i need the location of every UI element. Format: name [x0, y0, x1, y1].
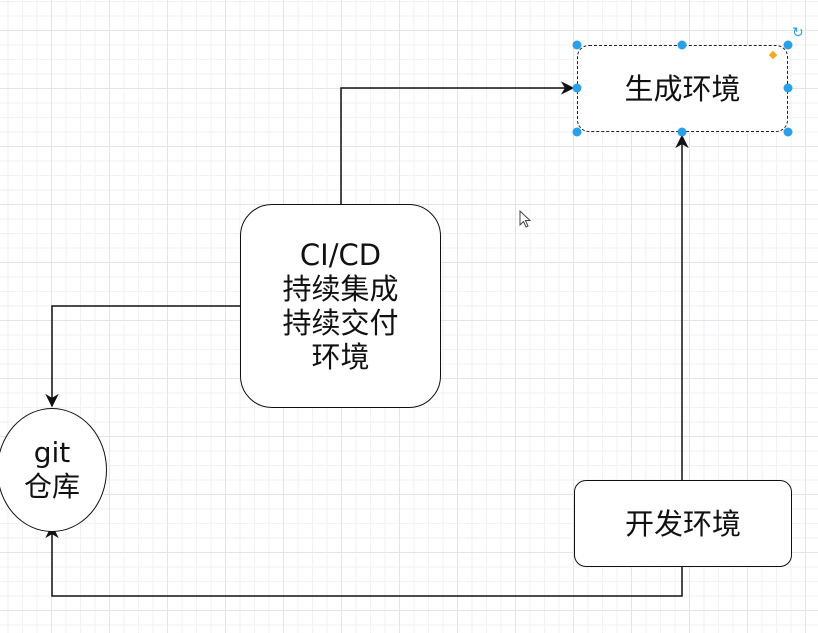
node-dev-env[interactable]: 开发环境 — [574, 480, 792, 567]
resize-handle-se[interactable] — [783, 127, 793, 137]
resize-handle-n[interactable] — [677, 40, 687, 50]
edge-cicd-to-git[interactable] — [45, 305, 240, 408]
edge-dev-to-git[interactable] — [45, 524, 683, 597]
node-production-env[interactable]: 生成环境 — [577, 45, 788, 132]
resize-handle-w[interactable] — [572, 83, 582, 93]
node-label: 生成环境 — [624, 71, 741, 106]
resize-handle-e[interactable] — [783, 83, 793, 93]
resize-handle-s[interactable] — [677, 127, 687, 137]
resize-handle-ne[interactable] — [783, 40, 793, 50]
edge-cicd-to-prod[interactable] — [340, 81, 575, 204]
node-label: git 仓库 — [23, 436, 80, 503]
resize-handle-nw[interactable] — [572, 40, 582, 50]
resize-handle-sw[interactable] — [572, 127, 582, 137]
rotate-icon[interactable]: ↻ — [792, 24, 804, 40]
node-cicd-env[interactable]: CI/CD 持续集成 持续交付 环境 — [240, 204, 441, 408]
mouse-pointer-icon — [519, 210, 532, 228]
node-git-repo[interactable]: git 仓库 — [0, 408, 107, 532]
node-label: CI/CD 持续集成 持续交付 环境 — [282, 238, 399, 374]
node-label: 开发环境 — [624, 506, 741, 541]
